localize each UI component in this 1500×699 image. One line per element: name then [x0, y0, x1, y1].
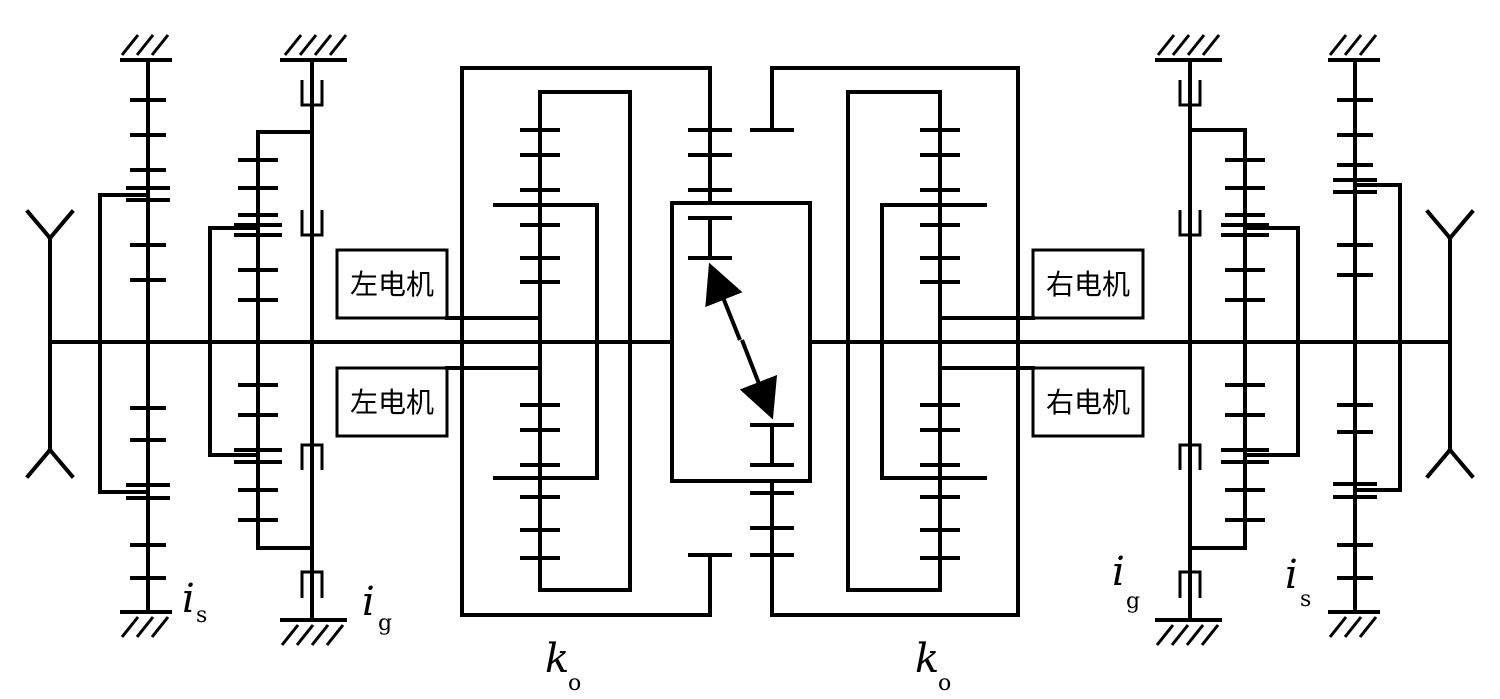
label-ig-right: i g	[1112, 549, 1140, 614]
symbol-main: i	[182, 576, 195, 622]
symbol-main: k	[915, 636, 939, 682]
right-ig-gearset	[880, 34, 1300, 646]
label-is-left: i s	[182, 576, 207, 628]
left-ig-gearset	[208, 34, 602, 646]
symbol-main: k	[545, 636, 569, 682]
label-ig-left: i g	[362, 579, 392, 636]
symbol-sub: g	[1126, 589, 1140, 614]
symbol-main: i	[362, 579, 375, 625]
symbol-main: i	[1112, 549, 1125, 595]
left-output-yoke	[25, 209, 100, 479]
left-motor-bottom: 左电机	[335, 366, 449, 438]
symbol-sub: s	[1300, 587, 1311, 612]
symbol-sub: o	[938, 671, 951, 696]
central-differential	[670, 128, 847, 557]
symbol-main: i	[1285, 552, 1298, 598]
right-motor-bottom-label: 右电机	[1046, 386, 1130, 419]
left-motor-top-label: 左电机	[350, 268, 434, 301]
label-ko-right: k o	[915, 636, 951, 696]
right-motor-top: 右电机	[1031, 248, 1145, 320]
symbol-sub: g	[378, 611, 392, 636]
left-motor-bottom-label: 左电机	[350, 386, 434, 419]
left-ko-gearset	[445, 66, 732, 617]
right-is-gearset	[1296, 34, 1452, 638]
symbol-sub: o	[568, 671, 581, 696]
symbol-sub: s	[196, 603, 207, 628]
right-output-yoke	[1425, 209, 1475, 479]
label-ko-left: k o	[545, 636, 581, 696]
right-motor-bottom: 右电机	[1031, 366, 1145, 438]
label-is-right: i s	[1285, 552, 1311, 612]
left-motor-top: 左电机	[335, 248, 449, 320]
right-motor-top-label: 右电机	[1046, 268, 1130, 301]
left-is-gearset	[96, 34, 212, 638]
